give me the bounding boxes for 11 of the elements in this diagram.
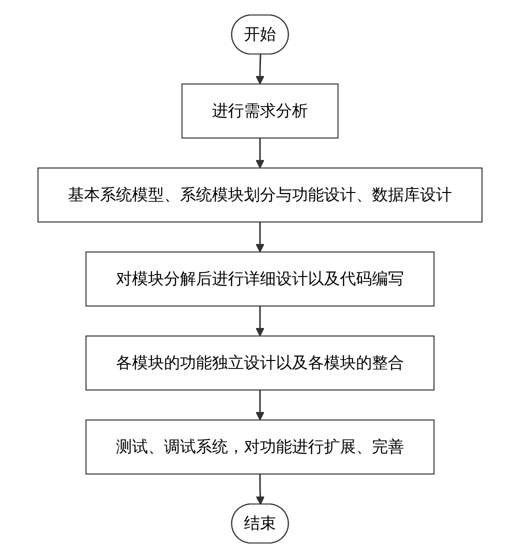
arrow	[256, 54, 264, 84]
arrow	[256, 138, 264, 168]
arrow	[256, 306, 264, 336]
arrow	[256, 390, 264, 420]
arrow	[256, 474, 265, 504]
arrow	[256, 222, 264, 252]
node-box: 对模块分解后进行详细设计以及代码编写	[86, 251, 434, 306]
node-box: 进行需求分析	[182, 83, 338, 138]
node-box: 各模块的功能独立设计以及各模块的整合	[86, 335, 434, 390]
node-box: 基本系统模型、系统模块划分与功能设计、数据库设计	[38, 167, 482, 222]
node-box: 测试、调试系统，对功能进行扩展、完善	[86, 419, 434, 474]
